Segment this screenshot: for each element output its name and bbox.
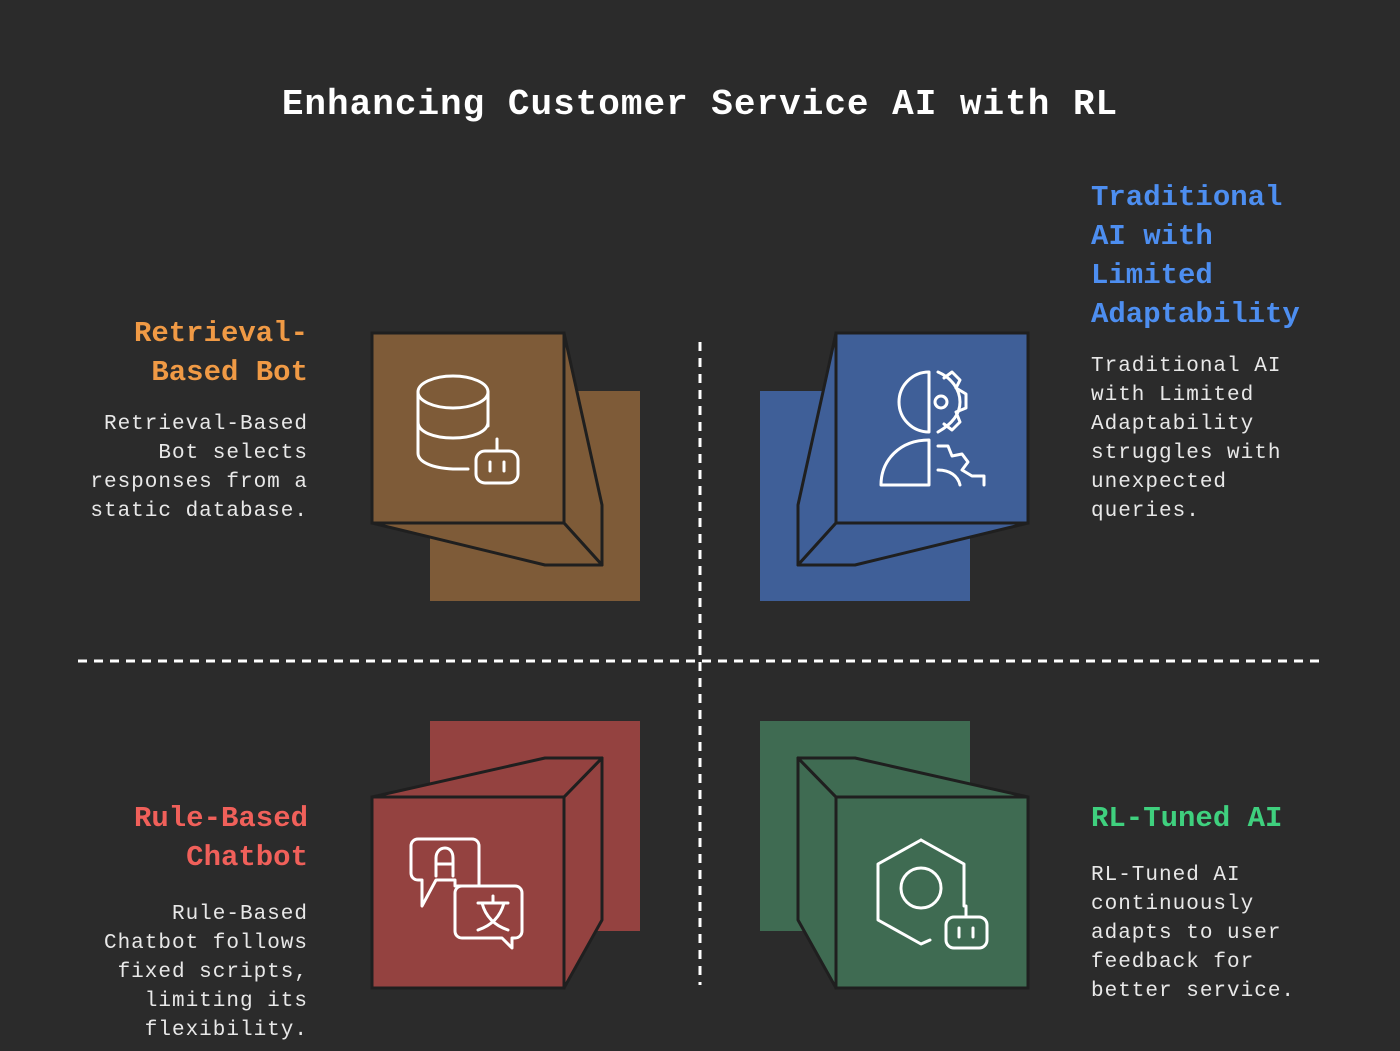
- heading-line: AI with: [1091, 220, 1213, 253]
- database-robot-icon: [416, 374, 520, 485]
- desc-line: Adaptability: [1091, 413, 1255, 436]
- traditional-cube: [760, 331, 1030, 601]
- retrieval-heading: Retrieval- Based Bot: [134, 314, 308, 392]
- rule-description: Rule-Based Chatbot follows fixed scripts…: [104, 900, 308, 1045]
- heading-line: Traditional: [1091, 181, 1283, 214]
- desc-line: with Limited: [1091, 384, 1255, 407]
- rule-cube: [370, 721, 640, 990]
- heading-line: Chatbot: [186, 841, 308, 874]
- rl-cube: [760, 721, 1030, 990]
- heading-line: Based Bot: [151, 356, 308, 389]
- heading-line: RL-Tuned AI: [1091, 802, 1283, 835]
- traditional-heading: Traditional AI with Limited Adaptability: [1091, 178, 1300, 334]
- desc-line: queries.: [1091, 500, 1200, 523]
- desc-line: unexpected: [1091, 471, 1228, 494]
- desc-line: Traditional AI: [1091, 355, 1282, 378]
- traditional-description: Traditional AI with Limited Adaptability…: [1091, 352, 1281, 526]
- desc-line: Retrieval-Based: [103, 413, 308, 436]
- translate-chat-icon: [409, 837, 524, 950]
- desc-line: continuously: [1091, 893, 1255, 916]
- desc-line: adapts to user: [1091, 922, 1282, 945]
- desc-line: better service.: [1091, 980, 1296, 1003]
- head-gears-icon: [879, 370, 986, 487]
- rl-heading: RL-Tuned AI: [1091, 799, 1282, 838]
- desc-line: struggles with: [1091, 442, 1282, 465]
- desc-line: fixed scripts,: [117, 961, 308, 984]
- heading-line: Rule-Based: [133, 802, 308, 835]
- desc-line: Bot selects: [158, 442, 308, 465]
- desc-line: Chatbot follows: [103, 932, 308, 955]
- desc-line: Rule-Based: [171, 903, 308, 926]
- rule-heading: Rule-Based Chatbot: [134, 799, 308, 877]
- retrieval-description: Retrieval-Based Bot selects responses fr…: [90, 410, 308, 526]
- heading-line: Adaptability: [1091, 298, 1300, 331]
- desc-line: static database.: [90, 500, 308, 523]
- desc-line: responses from a: [90, 471, 308, 494]
- heading-line: Retrieval-: [133, 317, 308, 350]
- heading-line: Limited: [1091, 259, 1213, 292]
- rl-description: RL-Tuned AI continuously adapts to user …: [1091, 861, 1295, 1006]
- desc-line: flexibility.: [144, 1019, 308, 1042]
- desc-line: RL-Tuned AI: [1091, 864, 1241, 887]
- hexagon-robot-icon: [876, 838, 989, 950]
- desc-line: feedback for: [1091, 951, 1255, 974]
- desc-line: limiting its: [144, 990, 308, 1013]
- retrieval-cube: [370, 331, 640, 601]
- page-title: Enhancing Customer Service AI with RL: [281, 84, 1119, 125]
